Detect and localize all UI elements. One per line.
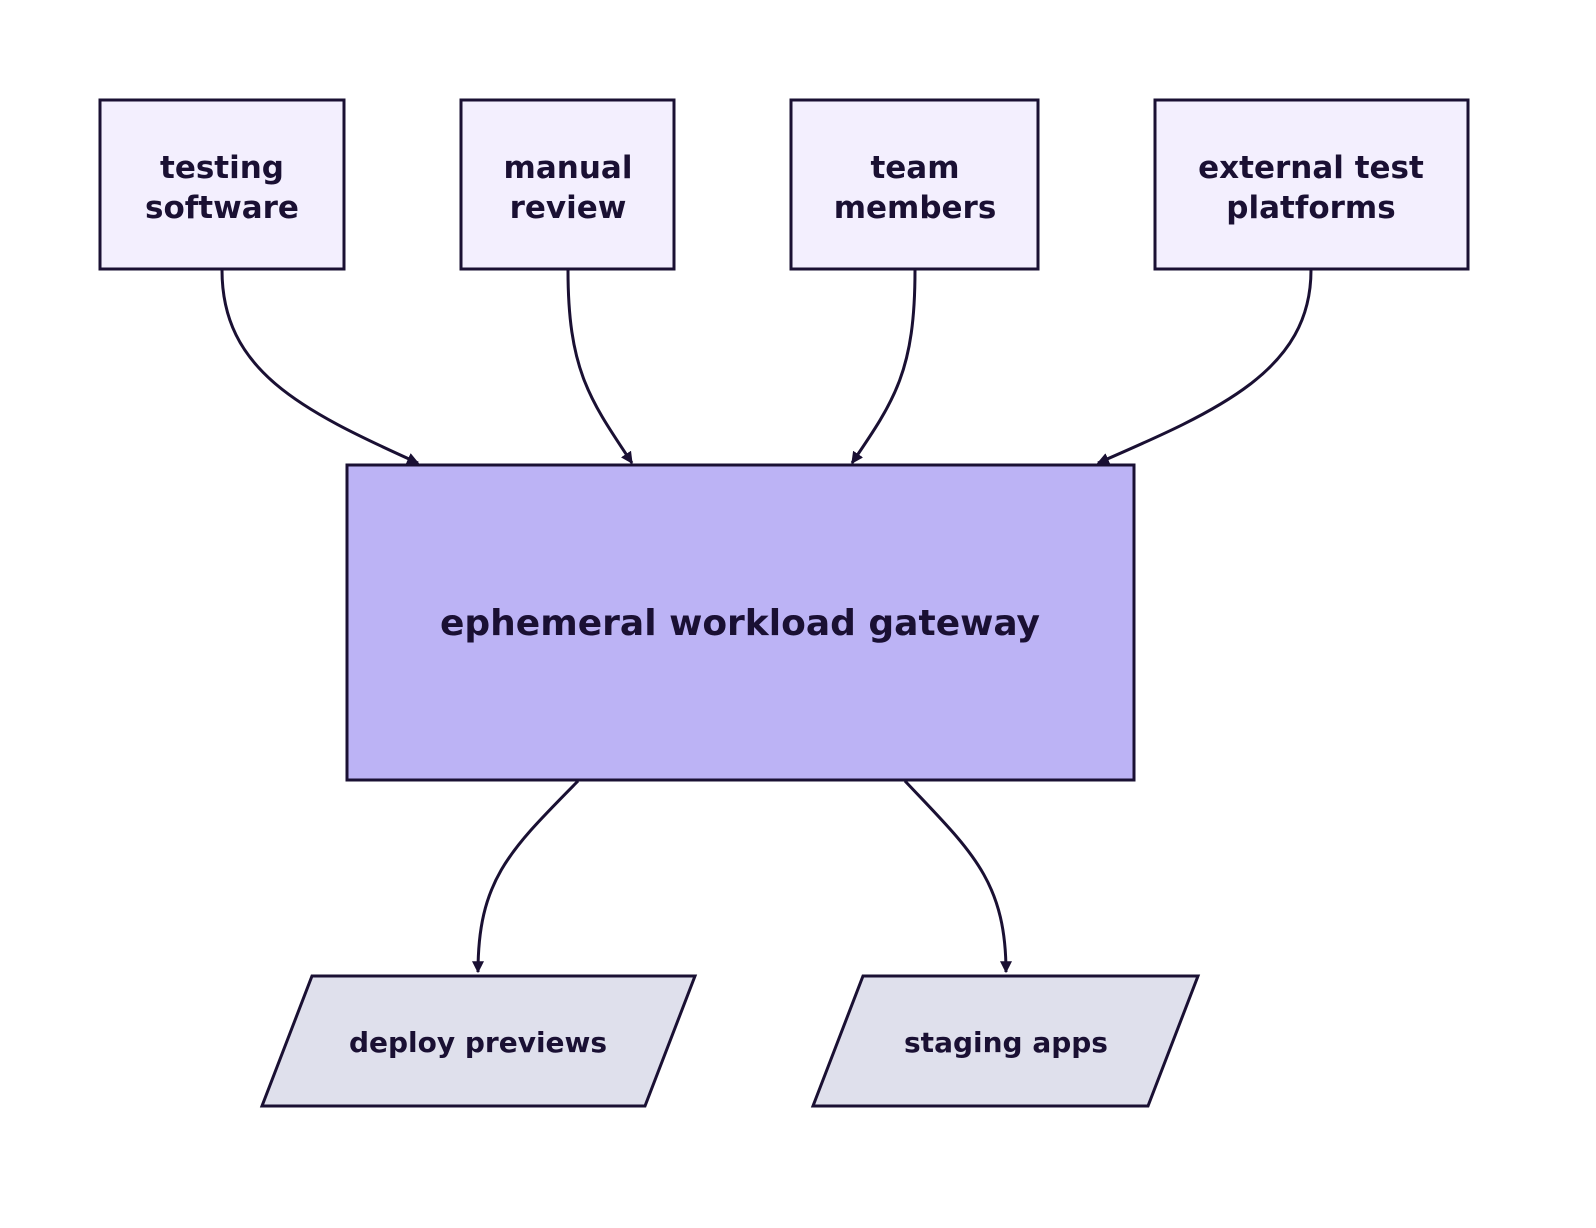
output-label: deploy previews: [349, 1026, 607, 1059]
gateway-label: ephemeral workload gateway: [440, 603, 1040, 644]
output-node-staging-apps: staging apps: [810, 974, 1201, 1108]
output-label: staging apps: [904, 1026, 1108, 1059]
svg-text:review: review: [510, 190, 627, 226]
source-label-line2: members: [834, 190, 997, 226]
svg-text:external test: external test: [1198, 150, 1424, 186]
source-label-line2: review: [510, 190, 627, 226]
source-node-testing-software: testing software: [98, 98, 346, 271]
source-node-manual-review: manual review: [459, 98, 676, 271]
source-label-line2: software: [145, 190, 299, 226]
svg-text:team: team: [870, 150, 959, 186]
svg-text:members: members: [834, 190, 997, 226]
source-label-line2: platforms: [1226, 190, 1395, 226]
edge-team-members-to-gateway: [850, 269, 917, 464]
edge-manual-review-to-gateway: [566, 269, 634, 464]
svg-text:software: software: [145, 190, 299, 226]
source-node-external-test-platforms: external test platforms: [1153, 98, 1470, 271]
source-node-team-members: team members: [789, 98, 1040, 271]
gateway-node: ephemeral workload gateway: [345, 463, 1136, 782]
edge-gateway-to-staging-apps: [903, 779, 1012, 974]
edge-gateway-to-deploy-previews: [472, 779, 580, 974]
svg-text:platforms: platforms: [1226, 190, 1395, 226]
edge-external-test-platforms-to-gateway: [1096, 269, 1313, 465]
output-node-deploy-previews: deploy previews: [259, 974, 698, 1108]
source-label-line1: team: [870, 150, 959, 186]
source-label-line1: external test: [1198, 150, 1424, 186]
source-label-line1: testing: [160, 150, 284, 186]
svg-text:testing: testing: [160, 150, 284, 186]
edge-testing-software-to-gateway: [220, 269, 420, 465]
source-label-line1: manual: [504, 150, 633, 186]
svg-text:manual: manual: [504, 150, 633, 186]
